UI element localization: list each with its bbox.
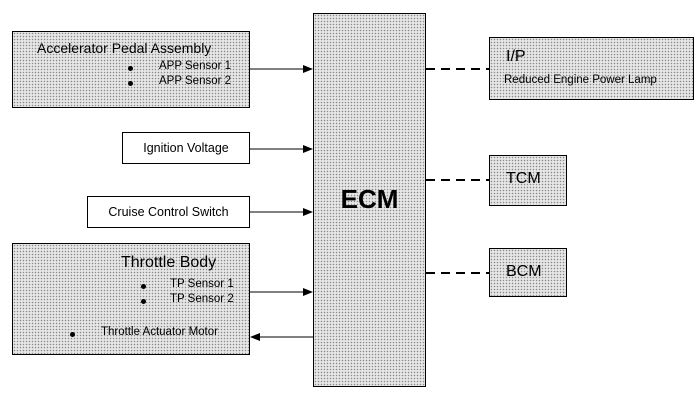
tcm-label: TCM [506,170,541,187]
ignition-voltage-label: Ignition Voltage [143,141,229,155]
ecm-box: ECM [313,13,426,387]
throttle-body-title: Throttle Body [121,254,217,271]
ecm-label: ECM [340,184,399,214]
app-sensor-2-label: APP Sensor 2 [159,75,232,87]
tp-sensor-1-bullet [141,284,146,289]
accelerator-pedal-assembly-box: Accelerator Pedal Assembly APP Sensor 1 … [12,31,250,108]
cruise-control-switch-label: Cruise Control Switch [108,205,229,219]
tp-sensor-2-bullet [141,299,146,304]
throttle-actuator-motor-label: Throttle Actuator Motor [101,326,218,338]
accelerator-pedal-title: Accelerator Pedal Assembly [37,40,212,56]
tcm-box: TCM [489,155,567,206]
throttle-motor-bullet [70,332,75,337]
app-sensor-2-bullet [128,81,133,86]
reduced-engine-power-lamp-label: Reduced Engine Power Lamp [504,74,657,86]
cruise-control-switch-box: Cruise Control Switch [87,196,250,228]
app-sensor-1-bullet [128,66,133,71]
ip-title: I/P [506,48,526,65]
tp-sensor-1-label: TP Sensor 1 [170,278,234,290]
ip-box: I/P Reduced Engine Power Lamp [489,37,694,100]
bcm-label: BCM [506,263,542,280]
app-sensor-1-label: APP Sensor 1 [159,60,232,72]
tp-sensor-2-label: TP Sensor 2 [170,293,234,305]
throttle-body-box: Throttle Body TP Sensor 1 TP Sensor 2 Th… [12,243,250,355]
ignition-voltage-box: Ignition Voltage [122,132,250,164]
bcm-box: BCM [489,248,567,297]
